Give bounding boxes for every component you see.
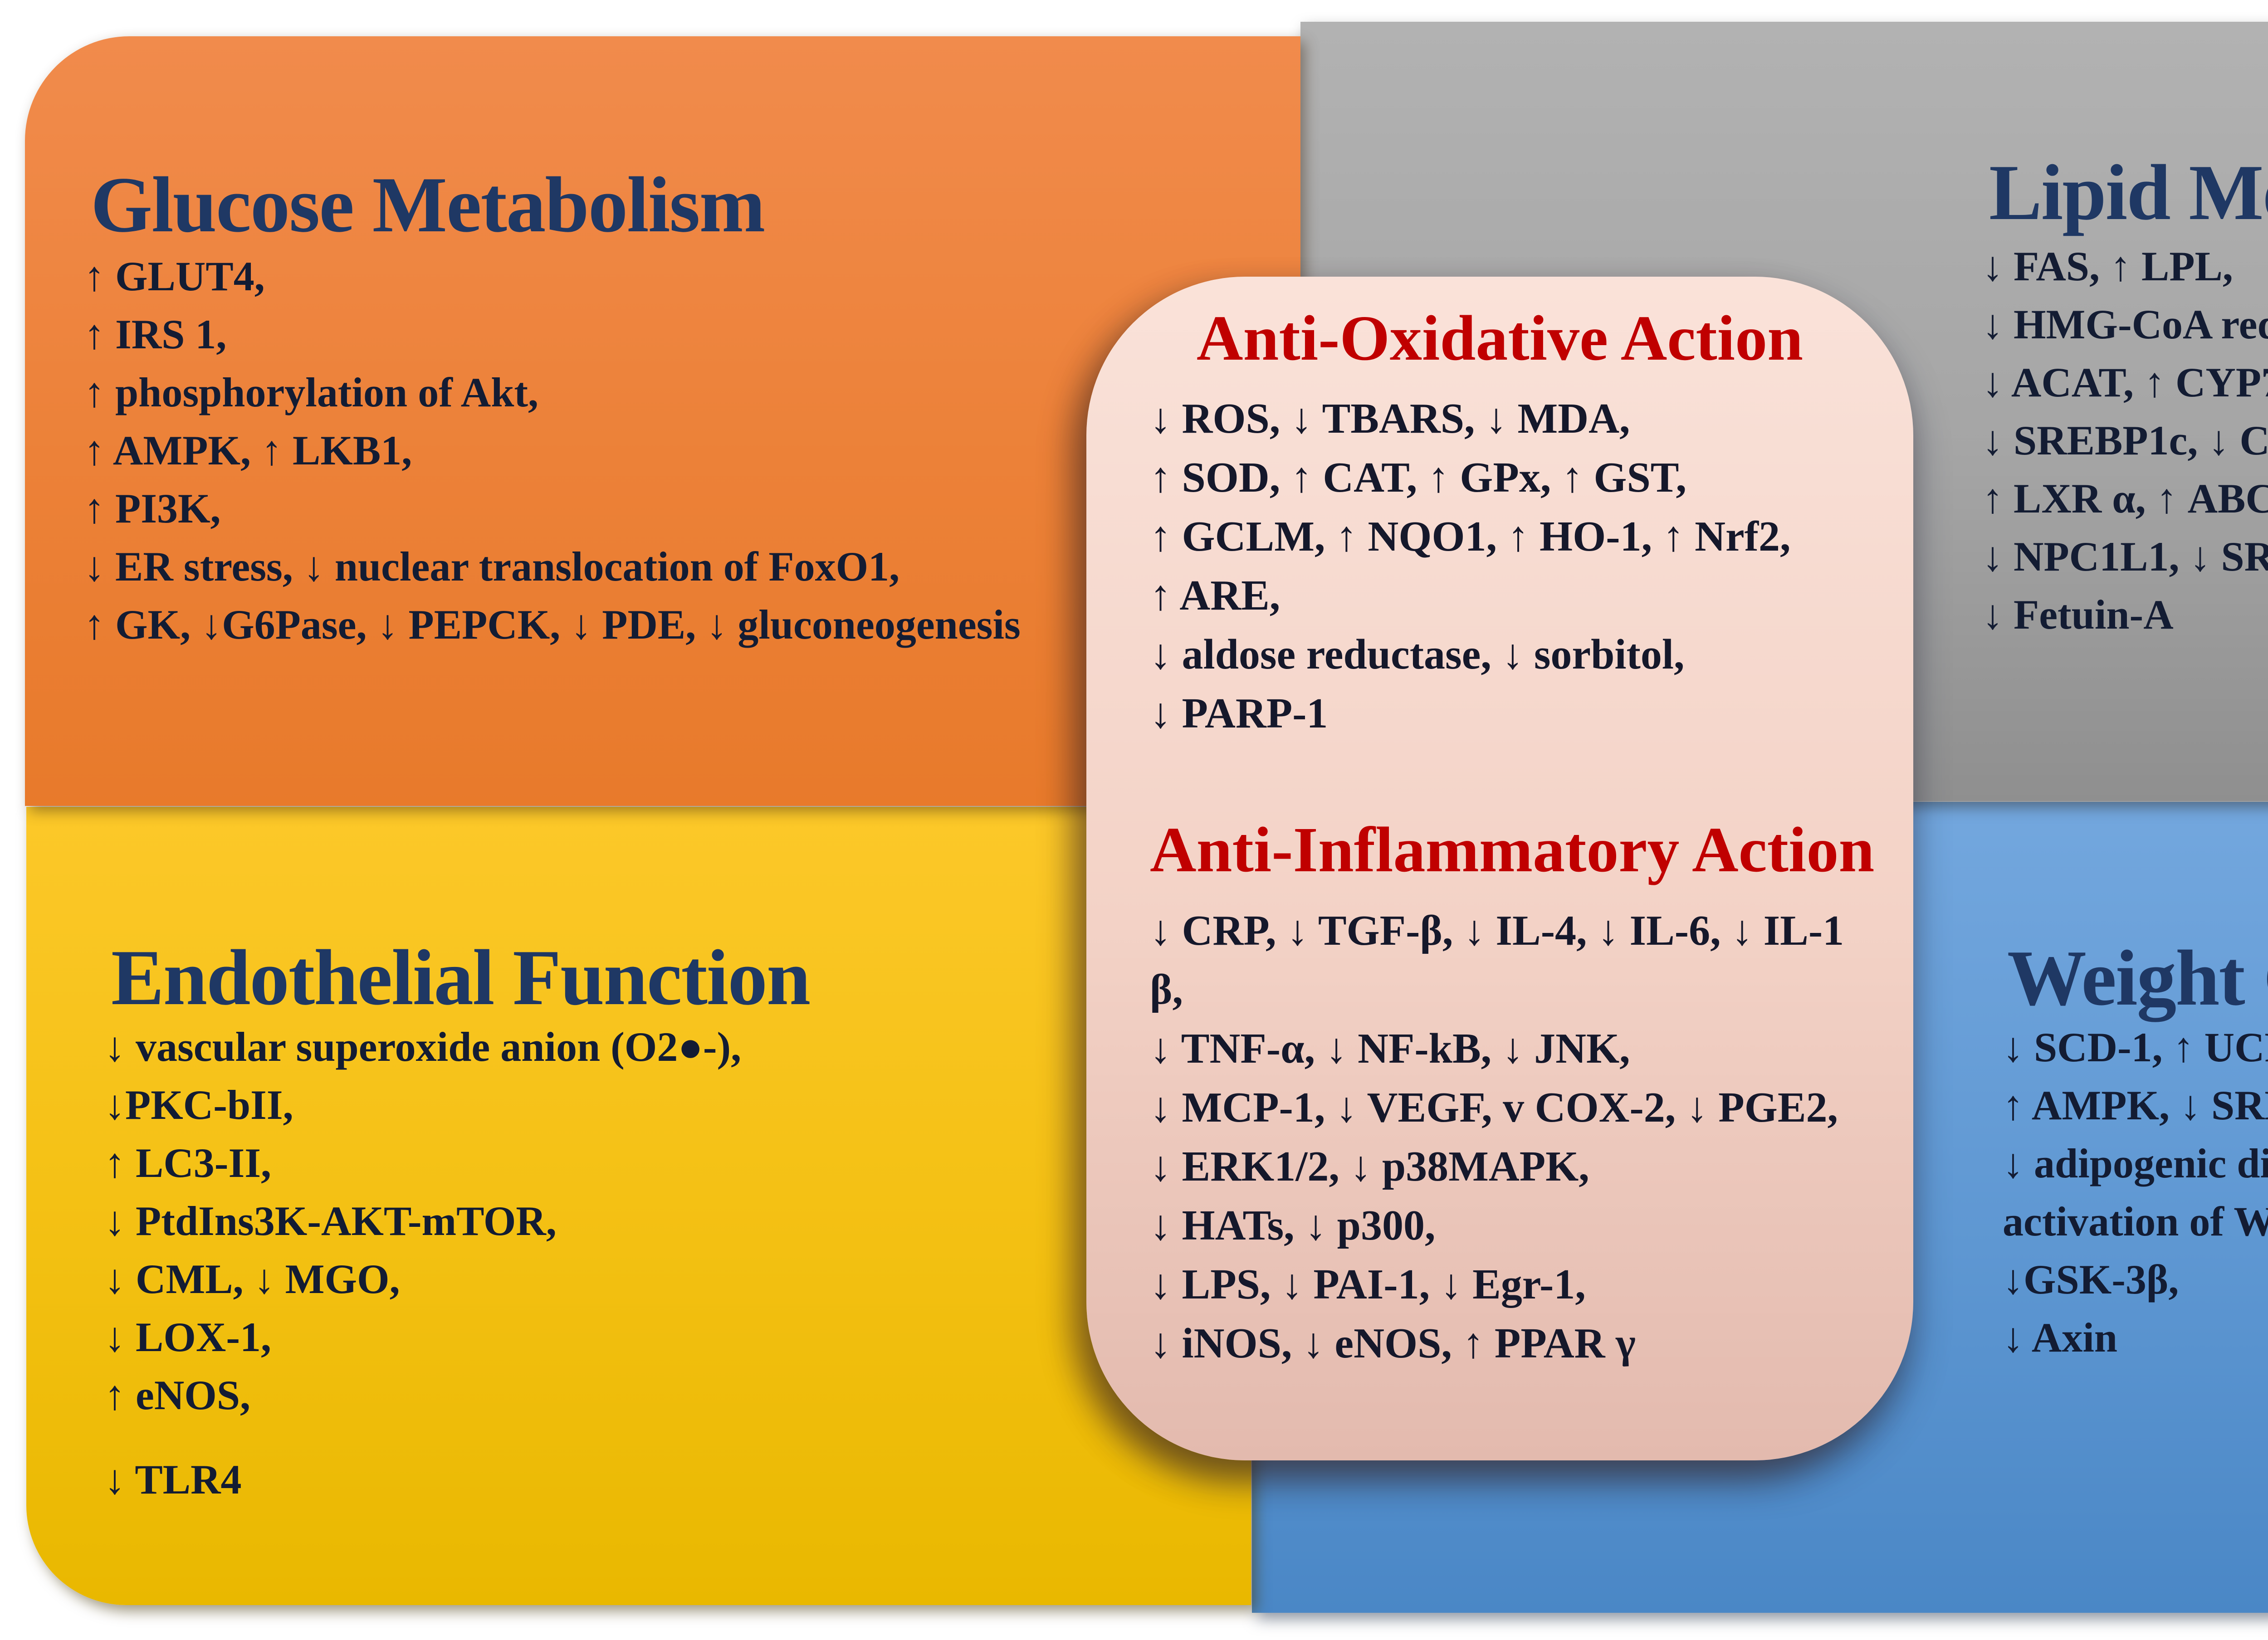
text-line: ↓ vascular superoxide anion (O2●-), (104, 1024, 742, 1070)
text-line: ↓ ER stress, ↓ nuclear translocation of … (84, 543, 900, 590)
text-line: ↑ phosphorylation of Akt, (84, 369, 539, 415)
text-line: ↓ SREBP1c, ↓ ChREBP, (1982, 417, 2268, 464)
glucose-metabolism-title: Glucose Metabolism (91, 161, 765, 249)
text-line: β, (1150, 966, 1183, 1013)
text-line: ↓ PtdIns3K-AKT-mTOR, (104, 1198, 557, 1244)
text-line: ↑ IRS 1, (84, 311, 227, 357)
text-line: ↓ ROS, ↓ TBARS, ↓ MDA, (1150, 395, 1630, 443)
text-line: ↑ AMPK, ↑ LKB1, (84, 427, 412, 473)
text-line: activation of Wnt/β-catenin, (2003, 1198, 2268, 1245)
text-line: ↓ CML, ↓ MGO, (104, 1256, 400, 1302)
text-line: ↓ adipogenic differentiation via (2003, 1140, 2268, 1186)
text-line: ↓ iNOS, ↓ eNOS, ↑ PPAR γ (1150, 1319, 1636, 1367)
text-line: ↓ TLR4 (104, 1456, 242, 1503)
anti-inflammatory-list: ↓ CRP, ↓ TGF-β, ↓ IL-4, ↓ IL-6, ↓ IL-1 β,… (1150, 901, 1850, 1373)
anti-oxidative-list: ↓ ROS, ↓ TBARS, ↓ MDA, ↑ SOD, ↑ CAT, ↑ GP… (1150, 389, 1850, 743)
text-line: ↑ GK, ↓G6Pase, ↓ PEPCK, ↓ PDE, ↓ glucone… (84, 601, 1021, 648)
endothelial-function-title: Endothelial Function (111, 933, 811, 1021)
text-line: ↓ Axin (2003, 1314, 2118, 1361)
anti-inflammatory-title: Anti-Inflammatory Action (1150, 814, 1875, 886)
text-line: ↑ PI3K, (84, 485, 221, 532)
text-line: ↓ ACAT, ↑ CYP7A, (1982, 359, 2268, 405)
text-line: ↓ SCD-1, ↑ UCP1, ↑ β3AR, (2003, 1024, 2268, 1070)
text-line: ↓ FAS, ↑ LPL, (1982, 243, 2233, 289)
text-line: ↓ ERK1/2, ↓ p38MAPK, (1150, 1142, 1589, 1190)
text-line: ↑ GCLM, ↑ NQO1, ↑ HO-1, ↑ Nrf2, (1150, 513, 1791, 561)
endothelial-function-list: ↓ vascular superoxide anion (O2●-), ↓PKC-… (104, 1018, 741, 1508)
text-line: ↑ SOD, ↑ CAT, ↑ GPx, ↑ GST, (1150, 454, 1686, 502)
text-line: ↓ LPS, ↓ PAI-1, ↓ Egr-1, (1150, 1260, 1586, 1308)
quadrant-endothelial-function: Endothelial Function ↓ vascular superoxi… (26, 807, 1251, 1605)
text-line: ↓ LOX-1, (104, 1314, 271, 1360)
text-line: ↑ GLUT4, (84, 253, 265, 299)
text-line: ↓ PARP-1 (1150, 690, 1328, 737)
text-line: ↓PKC-bII, (104, 1082, 293, 1128)
text-line: ↑ AMPK, ↓ SREBP, (2003, 1082, 2268, 1128)
text-line: ↓ TNF-α, ↓ NF-kB, ↓ JNK, (1150, 1025, 1630, 1072)
glucose-metabolism-list: ↑ GLUT4, ↑ IRS 1, ↑ phosphorylation of Akt… (84, 247, 1021, 654)
text-line: ↓ HMG-CoA reductase, (1982, 301, 2268, 347)
text-line: ↓ aldose reductase, ↓ sorbitol, (1150, 631, 1685, 678)
text-line: ↓ NPC1L1, ↓ SREBP-2, (1982, 533, 2268, 580)
anti-inflammatory-section: Anti-Inflammatory Action ↓ CRP, ↓ TGF-β,… (1150, 811, 1875, 1373)
weight-control-title: Weight Control (2007, 934, 2268, 1022)
central-actions-panel: Anti-Oxidative Action ↓ ROS, ↓ TBARS, ↓ … (1086, 277, 1913, 1460)
weight-control-list: ↓ SCD-1, ↑ UCP1, ↑ β3AR, ↑ AMPK, ↓ SREBP,… (2003, 1018, 2268, 1367)
lipid-metabolism-title: Lipid Metabolism (1989, 148, 2268, 236)
text-line: ↑ LXR α, ↑ ABCA1, (1982, 475, 2268, 522)
anti-oxidative-section: Anti-Oxidative Action ↓ ROS, ↓ TBARS, ↓ … (1150, 299, 1850, 743)
text-line: ↓ CRP, ↓ TGF-β, ↓ IL-4, ↓ IL-6, ↓ IL-1 (1150, 907, 1844, 954)
text-line: ↑ ARE, (1150, 572, 1281, 620)
text-line: ↑ LC3-II, (104, 1140, 272, 1186)
text-line: ↓ Fetuin-A (1982, 591, 2174, 638)
text-line: ↑ eNOS, (104, 1372, 250, 1418)
text-line: ↓GSK-3β, (2003, 1256, 2179, 1303)
text-line: ↓ MCP-1, ↓ VEGF, v COX-2, ↓ PGE2, (1150, 1084, 1838, 1131)
anti-oxidative-title: Anti-Oxidative Action (1196, 302, 1804, 374)
lipid-metabolism-list: ↓ FAS, ↑ LPL, ↓ HMG-CoA reductase, ↓ ACAT,… (1982, 237, 2268, 644)
text-line: ↓ HATs, ↓ p300, (1150, 1201, 1436, 1249)
